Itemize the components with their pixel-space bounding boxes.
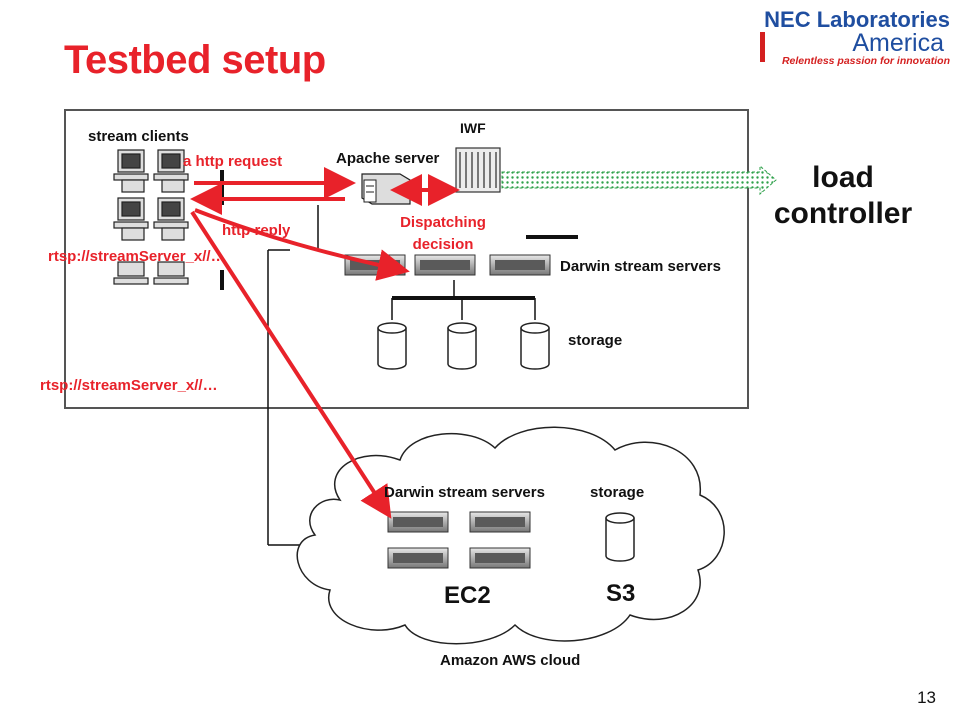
s3-storage-cylinder [605, 512, 635, 562]
load-controller-label: load controller [773, 161, 913, 230]
darwin-cloud-label: Darwin stream servers [384, 484, 545, 501]
switch-bars [220, 170, 578, 300]
storage-cloud-label: storage [590, 484, 645, 501]
page-title: Testbed setup [64, 38, 326, 82]
stream-clients-label: stream clients [88, 128, 189, 145]
http-request-label: a http request [183, 153, 283, 170]
storage-local-label: storage [568, 332, 623, 349]
rtsp-local-label: rtsp://streamServer_x//… [48, 248, 226, 265]
dispatching-label: Dispatching decision [400, 214, 486, 253]
nec-logo: NEC Laboratories America Relentless pass… [760, 8, 950, 68]
storage-links [391, 280, 536, 320]
s3-label: S3 [606, 580, 636, 607]
iwf-rack-icon [455, 147, 501, 193]
stream-clients [113, 149, 189, 285]
cloud-stream-servers [387, 511, 531, 569]
ec2-label: EC2 [444, 582, 491, 609]
darwin-local-label: Darwin stream servers [560, 258, 721, 275]
red-arrows [190, 167, 460, 519]
load-controller-arrow [501, 164, 777, 196]
network-wiring [267, 205, 319, 546]
aws-cloud [296, 426, 725, 645]
logo-line2: America [852, 29, 944, 57]
http-reply-label: http reply [222, 222, 291, 238]
rtsp-cloud-arrow [190, 210, 392, 519]
rtsp-cloud-label: rtsp://streamServer_x//… [40, 377, 218, 394]
page-number: 13 [917, 688, 936, 707]
apache-server-icon [361, 173, 411, 205]
logo-tagline: Relentless passion for innovation [781, 55, 950, 67]
aws-cloud-label: Amazon AWS cloud [440, 652, 581, 669]
local-storage-cylinders [377, 322, 550, 370]
apache-server-label: Apache server [336, 150, 440, 167]
rtsp-local-arrow [194, 208, 410, 281]
logo-bar [760, 32, 765, 62]
logo-line1: NEC Laboratories [764, 7, 950, 32]
iwf-label: IWF [460, 120, 486, 136]
